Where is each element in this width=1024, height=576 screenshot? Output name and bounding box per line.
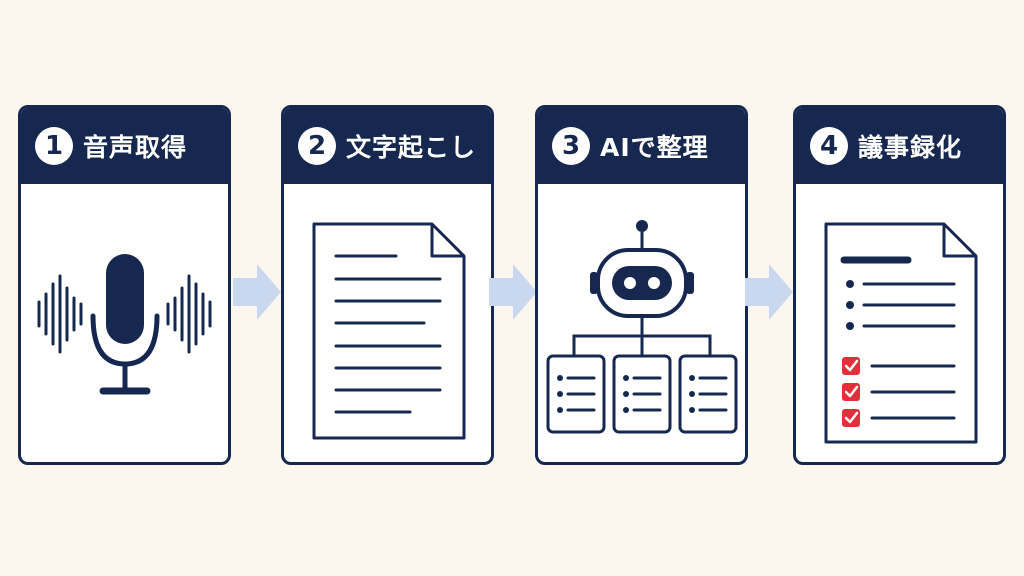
step-header-2: 2 文字起こし xyxy=(284,108,491,184)
step-card-3: 3 AIで整理 xyxy=(535,105,748,465)
step-number-3: 3 xyxy=(552,127,590,165)
step-number-1: 1 xyxy=(35,127,73,165)
step-body-2 xyxy=(284,184,491,462)
microphone-icon xyxy=(37,254,212,395)
step-title-2: 文字起こし xyxy=(346,133,477,162)
checklist-document-icon xyxy=(824,222,978,444)
step-title-3: AIで整理 xyxy=(600,133,709,162)
step-number-2: 2 xyxy=(298,127,336,165)
step-header-3: 3 AIで整理 xyxy=(538,108,745,184)
document-icon xyxy=(312,222,466,440)
robot-icon xyxy=(546,220,738,434)
arrow-right-icon xyxy=(489,264,537,320)
step-title-1: 音声取得 xyxy=(83,133,188,162)
arrow-right-icon xyxy=(233,264,281,320)
step-card-4: 4 議事録化 xyxy=(793,105,1006,465)
step-card-2: 2 文字起こし xyxy=(281,105,494,465)
step-card-1: 1 音声取得 xyxy=(18,105,231,465)
step-header-1: 1 音声取得 xyxy=(21,108,228,184)
step-header-4: 4 議事録化 xyxy=(796,108,1003,184)
step-number-4: 4 xyxy=(810,127,848,165)
checked-box-icon xyxy=(842,357,860,427)
arrow-right-icon xyxy=(745,264,793,320)
step-title-4: 議事録化 xyxy=(858,133,963,162)
step-body-4 xyxy=(796,184,1003,462)
step-body-3 xyxy=(538,184,745,462)
step-body-1 xyxy=(21,184,228,462)
